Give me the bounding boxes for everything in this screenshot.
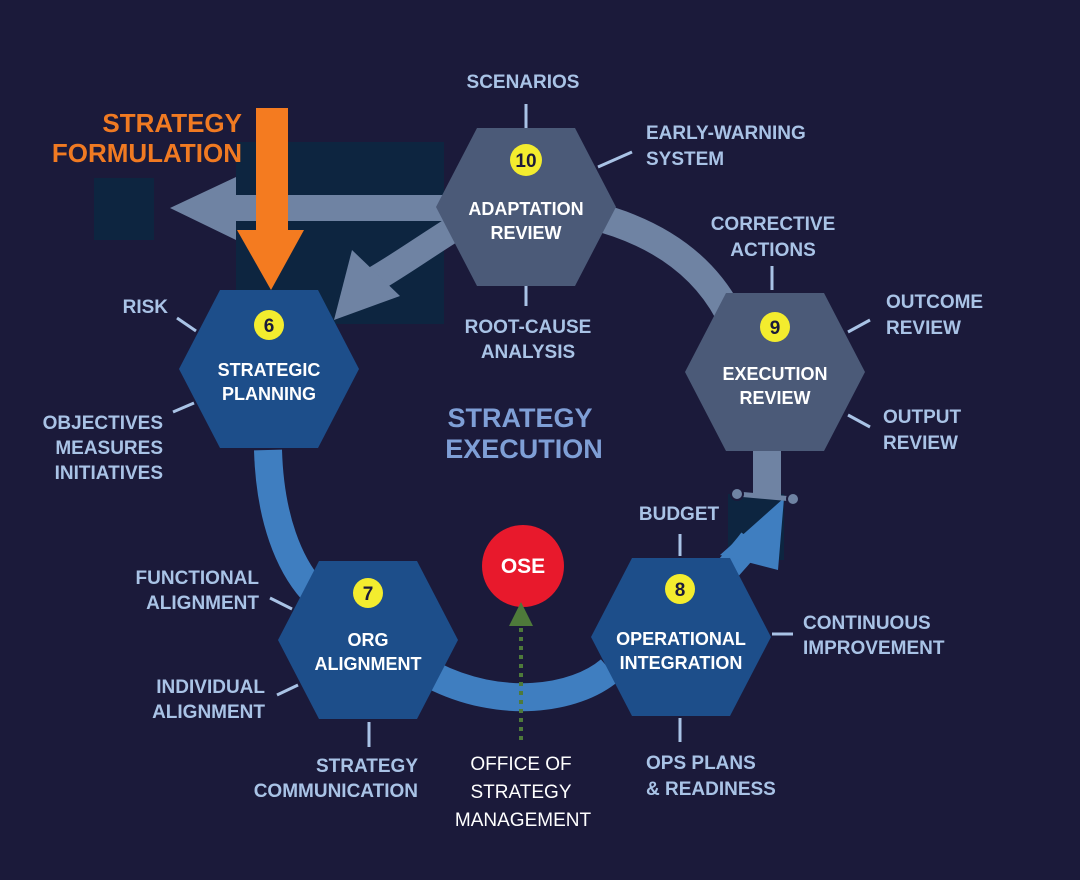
side-label-root-cause: ROOT-CAUSE ANALYSIS: [465, 317, 592, 363]
ose-description-line: STRATEGY: [471, 782, 572, 803]
stage-number-badge: [760, 312, 790, 342]
side-label-line: EARLY-WARNING: [646, 123, 806, 144]
stage-8-operational-integration: 8 OPERATIONAL INTEGRATION: [591, 558, 771, 716]
stage-hexagon: [685, 293, 865, 451]
stage-number-badge: [665, 574, 695, 604]
side-label-objectives: OBJECTIVES MEASURES INITIATIVES: [43, 413, 163, 484]
ose-description-line: MANAGEMENT: [455, 810, 592, 831]
side-label-line: ANALYSIS: [481, 342, 575, 363]
side-label-ops-plans: OPS PLANS & READINESS: [646, 753, 776, 800]
side-label-strategy-communication: STRATEGY COMMUNICATION: [254, 756, 419, 802]
side-label-line: SYSTEM: [646, 149, 724, 170]
arrow-head-to-formulation: [170, 177, 236, 240]
ose-label: OSE: [501, 555, 545, 578]
stage-title-line: ADAPTATION: [468, 199, 583, 219]
side-label-individual-alignment: INDIVIDUAL ALIGNMENT: [152, 677, 265, 723]
side-label-line: ACTIONS: [730, 240, 816, 261]
arrow-review-to-adaptation: [586, 201, 741, 319]
arrow-alignment-to-integration: [425, 658, 620, 712]
side-label-continuous-improvement: CONTINUOUS IMPROVEMENT: [803, 613, 945, 659]
side-label-line: CORRECTIVE: [711, 214, 836, 235]
side-label-risk: RISK: [123, 297, 169, 318]
stage-hexagon: [278, 561, 458, 719]
arrow-head-to-planning: [334, 250, 400, 320]
side-label-output-review: OUTPUT REVIEW: [883, 407, 962, 454]
formulation-label-line: STRATEGY: [102, 108, 242, 138]
stub-node: [730, 487, 744, 501]
stub-node: [786, 492, 800, 506]
center-label-line: STRATEGY: [447, 403, 592, 433]
side-label-line: ALIGNMENT: [152, 702, 265, 723]
stage-title-line: REVIEW: [739, 388, 810, 408]
background-panel: [94, 178, 154, 240]
stage-10-adaptation-review: 10 ADAPTATION REVIEW: [436, 128, 616, 286]
stage-title-line: OPERATIONAL: [616, 629, 746, 649]
center-label-line: EXECUTION: [445, 434, 603, 464]
label-connector-lines: [172, 104, 871, 747]
side-label-line: MEASURES: [55, 438, 163, 459]
stage-number-badge: [254, 310, 284, 340]
side-label-line: OUTCOME: [886, 292, 983, 313]
side-label-line: INDIVIDUAL: [156, 677, 265, 698]
side-label-line: REVIEW: [886, 318, 961, 339]
strategy-formulation-arrow-head: [237, 230, 304, 290]
stage-title-line: ORG: [347, 630, 388, 650]
stage-title-line: ALIGNMENT: [315, 654, 422, 674]
side-label-corrective-actions: CORRECTIVE ACTIONS: [711, 214, 836, 261]
stage-title-line: EXECUTION: [722, 364, 827, 384]
ose-circle: [482, 525, 564, 607]
stage-title-line: STRATEGIC: [218, 360, 321, 380]
stage-number-badge: [510, 144, 542, 176]
side-label-line: ALIGNMENT: [146, 593, 259, 614]
side-label-budget: BUDGET: [639, 504, 720, 525]
stage-6-strategic-planning: 6 STRATEGIC PLANNING: [179, 290, 359, 448]
stage-number: 6: [264, 316, 275, 337]
stage-9-execution-review: 9 EXECUTION REVIEW: [685, 293, 865, 451]
side-label-line: COMMUNICATION: [254, 781, 418, 802]
side-label-scenarios: SCENARIOS: [467, 72, 580, 93]
side-label-line: OPS PLANS: [646, 753, 756, 774]
strategy-formulation-arrow: [256, 108, 288, 232]
side-label-functional-alignment: FUNCTIONAL ALIGNMENT: [136, 568, 260, 614]
side-label-line: & READINESS: [646, 779, 776, 800]
side-label-line: STRATEGY: [316, 756, 418, 777]
stage-number-badge: [353, 578, 383, 608]
stage-number: 8: [675, 580, 686, 601]
side-label-line: REVIEW: [883, 433, 958, 454]
side-label-line: FUNCTIONAL: [136, 568, 260, 589]
stage-hexagon: [591, 558, 771, 716]
stage-title-line: REVIEW: [490, 223, 561, 243]
side-label-early-warning: EARLY-WARNING SYSTEM: [646, 123, 806, 170]
stage-hexagon: [179, 290, 359, 448]
side-label-line: INITIATIVES: [55, 463, 163, 484]
stage-title-line: PLANNING: [222, 384, 316, 404]
stage-number: 9: [770, 318, 781, 339]
side-label-outcome-review: OUTCOME REVIEW: [886, 292, 983, 339]
formulation-label-line: FORMULATION: [52, 138, 242, 168]
stage-7-org-alignment: 7 ORG ALIGNMENT: [278, 561, 458, 719]
side-label-line: CONTINUOUS: [803, 613, 931, 634]
stage-number: 10: [515, 151, 536, 172]
side-label-line: OUTPUT: [883, 407, 962, 428]
arrow-head-to-execution-review: [720, 498, 784, 570]
arrow-planning-to-alignment: [254, 449, 323, 600]
side-label-line: IMPROVEMENT: [803, 638, 945, 659]
stage-hexagon: [436, 128, 616, 286]
ose-description-line: OFFICE OF: [470, 754, 571, 775]
stage-number: 7: [363, 584, 374, 605]
stage-title-line: INTEGRATION: [620, 653, 743, 673]
execution-review-stub: [753, 450, 781, 498]
side-label-line: ROOT-CAUSE: [465, 317, 592, 338]
side-label-line: OBJECTIVES: [43, 413, 163, 434]
stub-crossbar: [736, 491, 794, 502]
